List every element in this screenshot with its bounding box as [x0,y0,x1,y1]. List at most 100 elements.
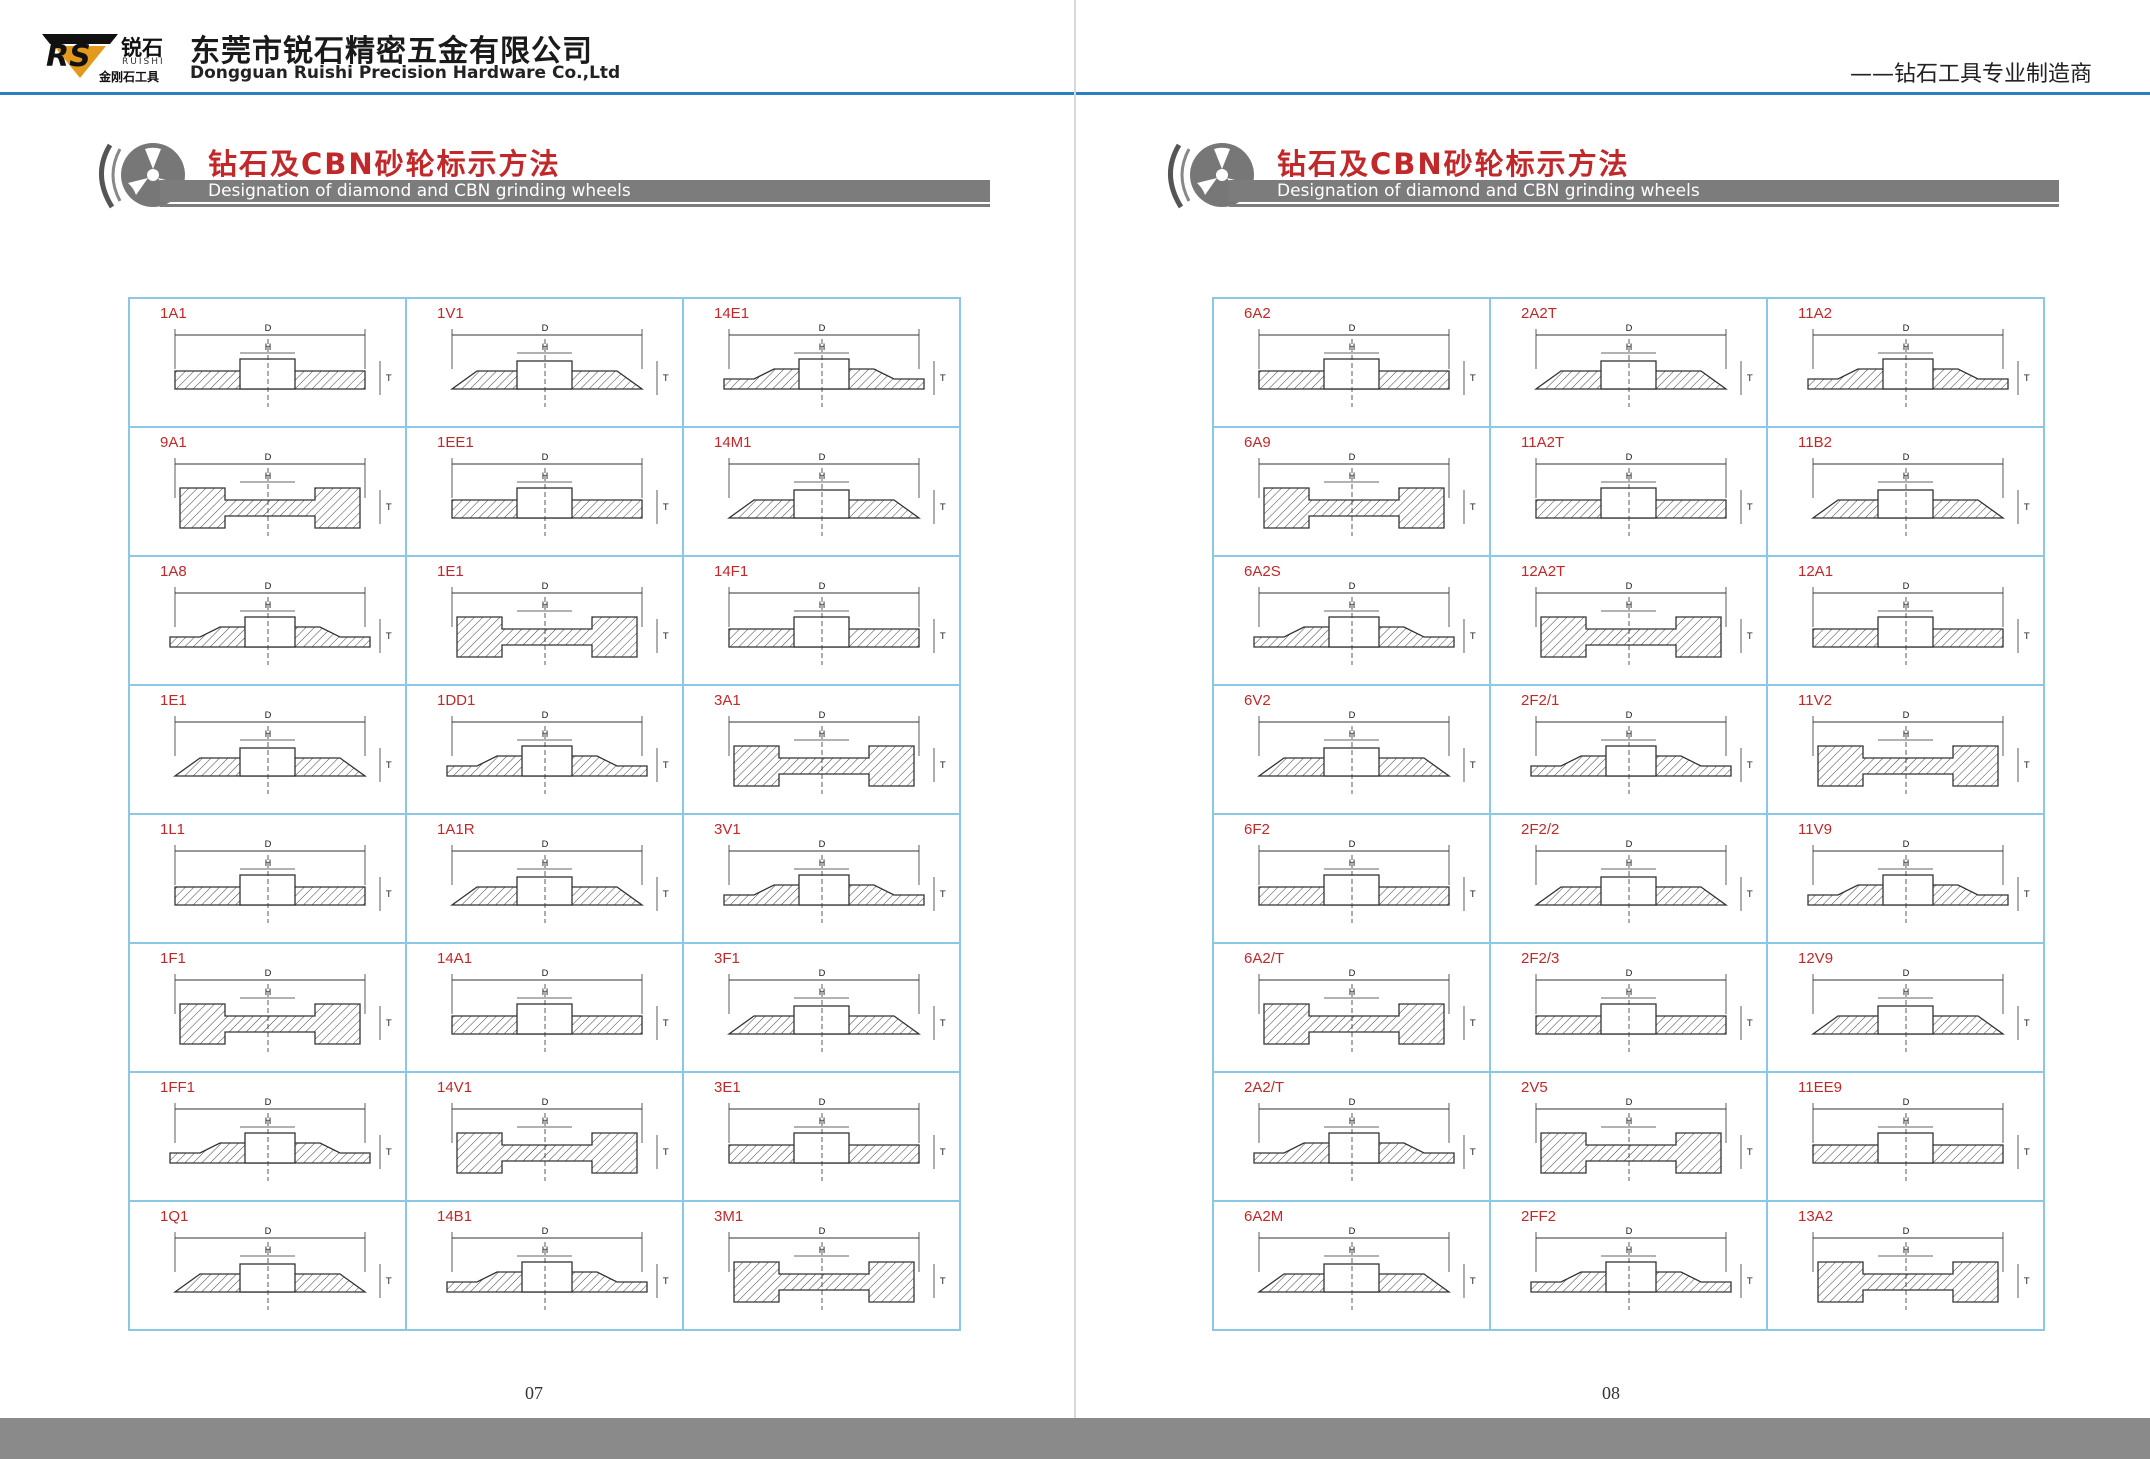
svg-text:D: D [1903,1227,1910,1237]
wheel-code: 11A2 [1798,305,1832,322]
wheel-code: 14M1 [714,434,752,451]
svg-text:D: D [1626,324,1633,334]
wheel-code: 2A2T [1521,305,1557,322]
wheel-drawing-icon: DHT [451,969,669,1052]
svg-text:T: T [939,1148,946,1158]
wheel-drawing-icon: DHT [1812,1227,2030,1310]
wheel-drawing-icon: DHT [1812,711,2030,794]
wheel-drawing-icon: DHT [723,840,946,923]
svg-text:T: T [939,632,946,642]
wheel-drawing-icon: DHT [449,324,669,407]
svg-text:D: D [819,1227,826,1237]
wheel-code: 11EE9 [1798,1079,1842,1096]
left-page: RS 锐石 RUISHI 金刚石工具 东莞市锐石精密五金有限公司 Donggua… [0,0,1074,1459]
wheel-code: 11A2T [1521,434,1565,451]
wheel-code: 3A1 [714,692,741,709]
wheel-code: 2A2/T [1244,1079,1285,1096]
wheel-code: 2F2/3 [1521,950,1560,967]
header-rule-right [1076,92,2150,95]
svg-text:T: T [2023,1019,2030,1029]
svg-text:D: D [1903,324,1910,334]
wheel-drawing-icon: DHT [1810,453,2030,536]
svg-text:D: D [819,711,826,721]
wheel-code: 14F1 [714,563,749,580]
page-number-left: 07 [525,1383,543,1403]
svg-text:T: T [1469,890,1476,900]
svg-text:T: T [2023,374,2030,384]
svg-text:T: T [1746,1148,1753,1158]
wheel-drawing-icon: DHT [169,1098,392,1181]
svg-text:D: D [1349,969,1356,979]
svg-text:D: D [819,969,826,979]
company-name-en: Dongguan Ruishi Precision Hardware Co.,L… [190,63,621,83]
svg-text:T: T [2023,761,2030,771]
wheel-drawing-icon: DHT [1258,453,1476,536]
page-number-right: 08 [1602,1383,1620,1403]
svg-text:T: T [385,761,392,771]
svg-text:T: T [1469,632,1476,642]
wheel-drawing-icon: DHT [728,582,946,665]
wheel-code: 12V9 [1798,950,1834,967]
wheel-drawing-icon: DHT [174,453,392,536]
wheel-emblem-icon [99,143,185,209]
wheel-drawing-icon: DHT [1530,1227,1753,1310]
section-header-right: 钻石及CBN砂轮标示方法 Designation of diamond and … [1159,135,2079,215]
svg-text:T: T [1746,1019,1753,1029]
svg-text:D: D [542,1098,549,1108]
right-page: ——钻石工具专业制造商 钻石及CBN砂轮标示方法 Designation of … [1076,0,2150,1459]
wheel-drawing-icon: DHT [1258,969,1476,1052]
wheel-drawing-icon: DHT [1258,840,1476,923]
wheel-code: 12A1 [1798,563,1834,580]
slogan-text: ——钻石工具专业制造商 [1849,62,2092,87]
section-title-cn: 钻石及CBN砂轮标示方法 [1277,147,1630,181]
wheel-drawing-icon: DHT [1533,840,1753,923]
wheel-code: 12A2T [1521,563,1566,580]
svg-text:T: T [662,1277,669,1287]
wheel-code: 1A1R [437,821,475,838]
wheel-code: 3F1 [714,950,740,967]
wheel-drawing-icon: DHT [174,324,392,407]
wheel-drawing-icon: DHT [1533,324,1753,407]
svg-text:D: D [265,453,272,463]
svg-text:D: D [265,1227,272,1237]
svg-text:D: D [1349,1227,1356,1237]
wheel-drawing-icon: DHT [1812,582,2030,665]
svg-text:D: D [1349,324,1356,334]
svg-text:T: T [385,503,392,513]
wheel-code: 11V2 [1798,692,1832,709]
wheel-drawing-icon: DHT [1258,324,1476,407]
wheel-code: 6F2 [1244,821,1270,838]
svg-text:D: D [542,840,549,850]
wheel-drawing-icon: DHT [1812,1098,2030,1181]
svg-text:T: T [662,1019,669,1029]
svg-text:T: T [662,1148,669,1158]
svg-text:T: T [2023,503,2030,513]
svg-text:RS: RS [46,39,91,74]
wheel-code: 2FF2 [1521,1208,1557,1225]
wheel-drawing-icon: DHT [446,711,669,794]
wheel-code: 11B2 [1798,434,1832,451]
svg-text:T: T [939,1277,946,1287]
wheel-drawing-icon: DHT [451,453,669,536]
section-title-en: Designation of diamond and CBN grinding … [208,181,631,201]
ruishi-logo-icon: RS [42,34,118,78]
svg-text:T: T [1746,1277,1753,1287]
wheel-code: 6A2 [1244,305,1271,322]
